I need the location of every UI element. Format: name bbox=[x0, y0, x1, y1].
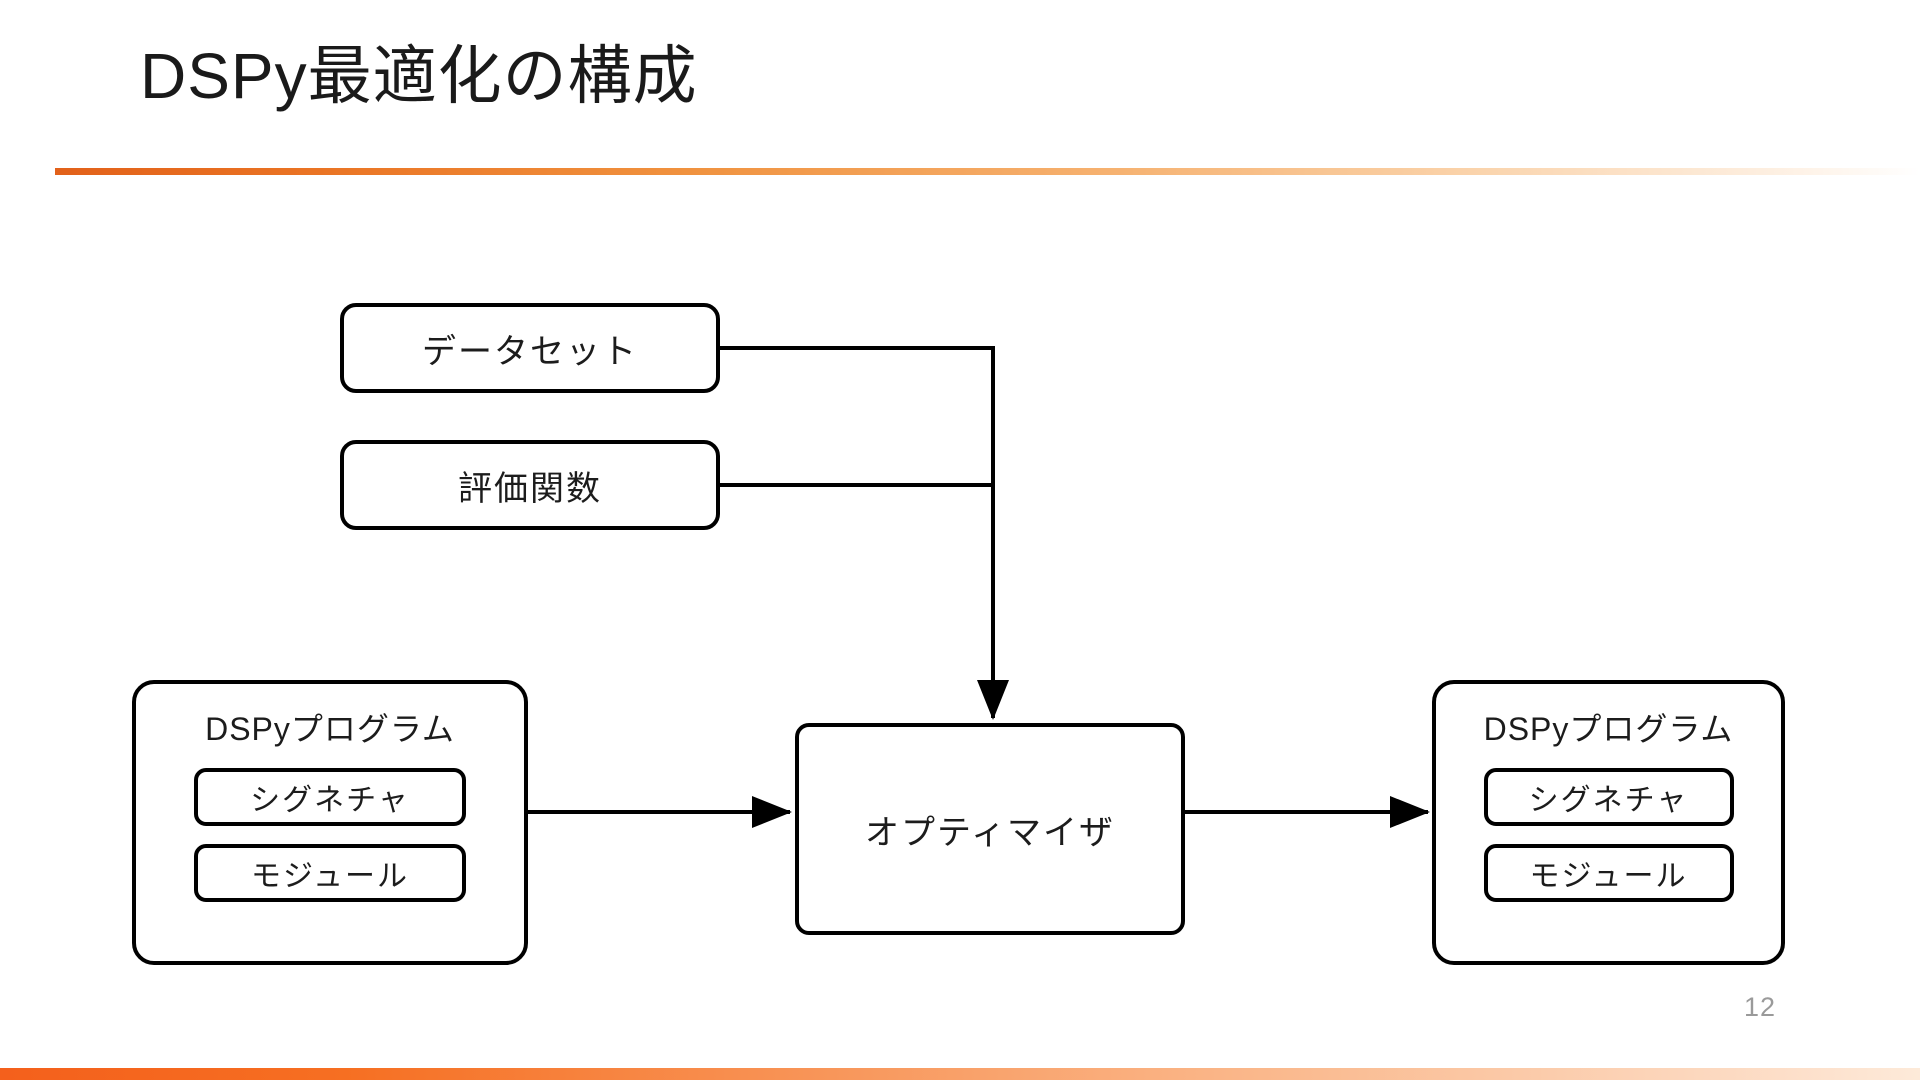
program-input-item-signature-label: シグネチャ bbox=[250, 784, 410, 817]
program-input-item-signature[interactable]: シグネチャ bbox=[194, 768, 466, 826]
node-dataset[interactable]: データセット bbox=[340, 303, 720, 393]
program-input-items: シグネチャ モジュール bbox=[136, 768, 524, 902]
page-number: 12 bbox=[1744, 992, 1777, 1022]
page-title: DSPy最適化の構成 bbox=[140, 40, 698, 112]
node-optimizer-label: オプティマイザ bbox=[865, 813, 1115, 852]
node-optimizer[interactable]: オプティマイザ bbox=[795, 723, 1185, 935]
program-output-item-signature[interactable]: シグネチャ bbox=[1483, 768, 1734, 826]
node-dataset-label: データセット bbox=[422, 332, 638, 371]
footer-accent-bar bbox=[0, 1068, 1920, 1080]
title-divider bbox=[55, 168, 1920, 175]
program-output-item-signature-label: シグネチャ bbox=[1528, 784, 1689, 817]
node-metric-label: 評価関数 bbox=[458, 469, 602, 508]
program-input-item-module[interactable]: モジュール bbox=[194, 844, 466, 902]
program-output-item-module[interactable]: モジュール bbox=[1483, 844, 1734, 902]
program-output-items: シグネチャ モジュール bbox=[1436, 768, 1781, 902]
node-program-input[interactable]: DSPyプログラム シグネチャ モジュール bbox=[132, 680, 528, 965]
program-output-item-module-label: モジュール bbox=[1529, 860, 1688, 893]
program-input-title: DSPyプログラム bbox=[205, 711, 455, 747]
program-output-title: DSPyプログラム bbox=[1483, 711, 1734, 747]
program-input-item-module-label: モジュール bbox=[251, 860, 409, 893]
edge-dataset-to-optimizer bbox=[720, 346, 1009, 720]
node-program-output[interactable]: DSPyプログラム シグネチャ モジュール bbox=[1432, 680, 1785, 965]
node-metric[interactable]: 評価関数 bbox=[340, 440, 720, 530]
